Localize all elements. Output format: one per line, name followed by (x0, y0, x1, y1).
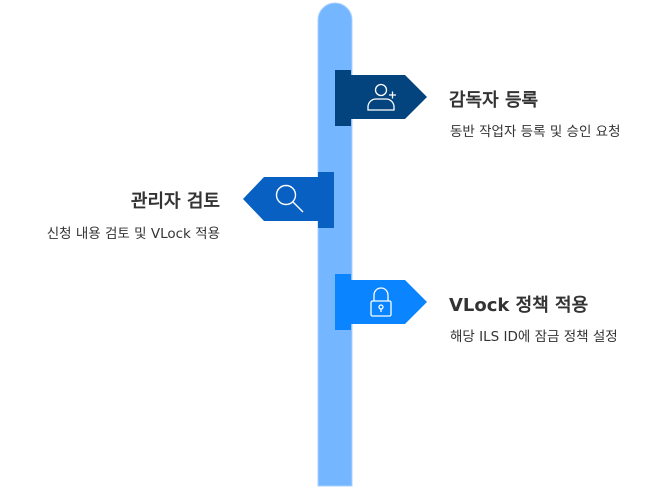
step-2-title: 관리자 검토 (130, 191, 220, 212)
step-2-description: 신청 내용 검토 및 VLock 적용 (46, 226, 220, 242)
sign-step-1 (335, 70, 427, 126)
user-plus-icon (367, 83, 396, 111)
step-3-title: VLock 정책 적용 (449, 295, 589, 316)
step-1-title: 감독자 등록 (449, 90, 539, 111)
step-1-description: 동반 작업자 등록 및 승인 요청 (450, 124, 621, 140)
step-3-description: 해당 ILS ID에 잠금 정책 설정 (450, 329, 618, 345)
lock-icon (370, 287, 392, 317)
search-icon (275, 184, 304, 213)
sign-step-3 (335, 274, 427, 330)
sign-step-2 (243, 172, 334, 228)
